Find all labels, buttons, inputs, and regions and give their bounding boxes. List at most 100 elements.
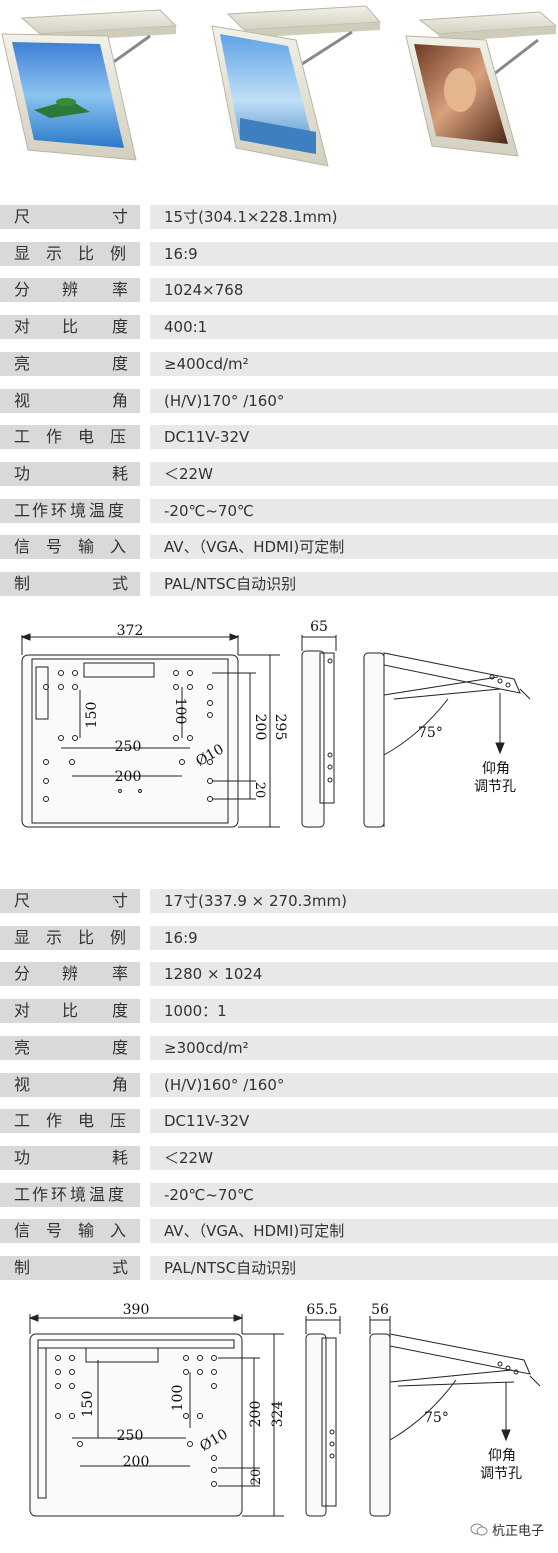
spec-label: 显示比例 — [0, 925, 140, 950]
spec-value: 16:9 — [150, 925, 558, 950]
front-view — [28, 1314, 244, 1517]
spec-label: 功耗 — [0, 1145, 140, 1170]
spec-label-char: 作 — [32, 1184, 49, 1204]
spec-label-char: 式 — [112, 1258, 129, 1277]
spec-row: 工作环境温度-20℃~70℃ — [0, 1182, 558, 1207]
spec-label-char: 对 — [14, 1001, 31, 1021]
spec-label-char: 输 — [78, 1221, 95, 1241]
spec-label-char: 工 — [14, 1184, 31, 1204]
dim-side-h: 200 — [252, 714, 268, 741]
spec-label-char: 耗 — [112, 463, 129, 483]
spec-label-char: 工 — [14, 1111, 31, 1131]
dim-sub-v: 100 — [170, 1385, 186, 1412]
spec-value: AV、（VGA、HDMI)可定制 — [150, 1219, 558, 1244]
spec-label-char: 度 — [112, 353, 129, 373]
spec-row: 功耗＜22W — [0, 461, 558, 486]
spec-label-char: 境 — [70, 1184, 87, 1204]
spec-label-char: 境 — [70, 500, 87, 520]
spec-value: 1000：1 — [150, 999, 558, 1024]
spec-label-char: 作 — [46, 427, 63, 447]
spec-row: 视角(H/V)160° /160° — [0, 1072, 558, 1097]
spec-label: 信号输入 — [0, 535, 140, 560]
monitor-15-photo — [1, 9, 178, 161]
spec-label: 制式 — [0, 572, 140, 596]
dimension-drawing-17: 390 150 100 250 200 Ø10 200 324 20 65.5 … — [28, 1302, 541, 1517]
dimension-lines — [72, 1333, 284, 1517]
spec-label: 工作电压 — [0, 1109, 140, 1134]
open-side-view — [369, 1316, 541, 1517]
dim-h-spacing: 250 — [115, 739, 142, 755]
dim-bottom-w: 200 — [123, 1454, 150, 1470]
spec-label-char: 分 — [14, 964, 31, 984]
dim-angle: 75° — [418, 725, 443, 741]
spec-row: 功耗＜22W — [0, 1145, 558, 1170]
spec-label-char: 亮 — [14, 1037, 31, 1057]
spec-label: 尺寸 — [0, 205, 140, 229]
spec-label-char: 显 — [14, 927, 31, 947]
open-side-view — [363, 652, 531, 828]
spec-row: 对 比 度 1000：1 — [0, 999, 558, 1024]
dimension-drawing-15: 372 150 100 250 200 Ø10 200 295 20 65 75… — [20, 619, 531, 828]
spec-value: DC11V-32V — [150, 1109, 558, 1134]
watermark: 杭正电子 — [470, 1520, 544, 1539]
spec-label: 分辨率 — [0, 278, 140, 303]
spec-label-char: 式 — [112, 574, 129, 593]
spec-label-char: 温 — [89, 1184, 106, 1204]
spec-label-char: 制 — [14, 574, 31, 593]
spec-label-char: 例 — [110, 927, 127, 947]
note-line1: 仰角 — [488, 1448, 516, 1464]
dimension-lines — [61, 654, 280, 828]
spec-label-char: 度 — [112, 1001, 129, 1021]
spec-label: 视角 — [0, 388, 140, 413]
spec-label-char: 环 — [51, 1184, 68, 1204]
spec-label-char: 制 — [14, 1258, 31, 1277]
spec-label-char: 尺 — [14, 891, 31, 910]
dim-depth: 65.5 — [306, 1302, 337, 1318]
spec-label-char: 角 — [112, 390, 129, 410]
spec-label-char: 角 — [112, 1074, 129, 1094]
dim-width: 372 — [117, 623, 144, 639]
spec-label-char: 辨 — [62, 280, 79, 300]
spec-label-char: 号 — [46, 537, 63, 557]
side-view — [301, 635, 337, 828]
spec-label-char: 电 — [78, 427, 95, 447]
spec-label-char: 比 — [62, 1001, 79, 1021]
spec-label-char: 压 — [110, 427, 127, 447]
spec-label-char: 比 — [78, 243, 95, 263]
spec-value: 17寸(337.9 × 270.3mm) — [150, 889, 558, 913]
spec-label-char: 工 — [14, 500, 31, 520]
front-view — [20, 633, 240, 828]
spec-label-char: 率 — [112, 964, 129, 984]
spec-value: (H/V)170° /160° — [150, 388, 558, 413]
spec-label-char: 对 — [14, 317, 31, 337]
spec-label: 显示比例 — [0, 241, 140, 266]
dim-bottom-w: 200 — [115, 769, 142, 785]
spec-label-char: 作 — [32, 500, 49, 520]
spec-value: -20℃~70℃ — [150, 498, 558, 523]
spec-label-char: 输 — [78, 537, 95, 557]
spec-label-char: 显 — [14, 243, 31, 263]
dim-v-spacing: 150 — [84, 702, 100, 729]
spec-label: 亮度 — [0, 1035, 140, 1060]
mount-holes — [55, 1355, 217, 1487]
spec-label-char: 作 — [46, 1111, 63, 1131]
spec-value: ≥300cd/m² — [150, 1035, 558, 1060]
monitor-17-photo — [211, 5, 382, 167]
watermark-text: 杭正电子 — [491, 1524, 544, 1539]
spec-label-char: 温 — [89, 500, 106, 520]
dim-v-spacing: 150 — [80, 1391, 96, 1418]
spec-label-char: 入 — [110, 537, 127, 557]
dim-depth: 65 — [310, 619, 328, 635]
side-view — [305, 1316, 341, 1517]
spec-label-char: 号 — [46, 1221, 63, 1241]
spec-row: 工作电压 DC11V-32V — [0, 1109, 558, 1134]
spec-label-char: 比 — [78, 927, 95, 947]
